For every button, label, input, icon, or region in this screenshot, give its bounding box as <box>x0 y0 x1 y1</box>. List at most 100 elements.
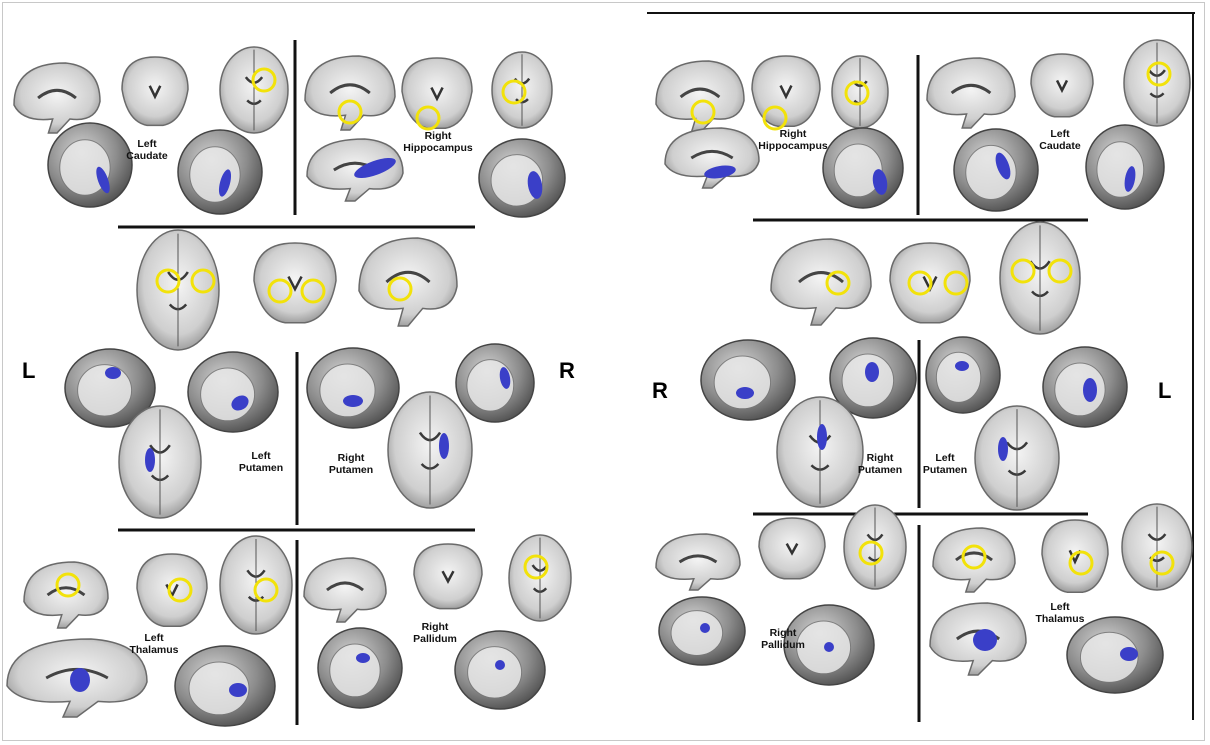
roi-blob <box>218 169 232 197</box>
coronal-ventricles <box>148 85 162 100</box>
brain-3d-cutaway <box>1079 631 1139 683</box>
roi-marker-circle <box>337 99 363 125</box>
roi-marker-circle <box>167 577 193 603</box>
sagittal-corpus-callosum <box>955 551 993 562</box>
sagittal-slice <box>770 238 872 326</box>
brain-3d-cutaway <box>1096 141 1145 198</box>
side-label-right: R <box>559 358 575 383</box>
roi-blob <box>354 158 396 178</box>
roi-marker-circle <box>300 278 326 304</box>
roi-marker-circle <box>1149 550 1175 576</box>
side-label-right-b: L <box>1158 378 1172 403</box>
roi-marker-circle <box>253 577 279 603</box>
side-label-left-b: R <box>652 378 668 403</box>
roi-marker-circle <box>55 572 81 598</box>
roi-blob <box>499 367 511 389</box>
roi-blob <box>96 166 110 194</box>
roi-blob <box>995 152 1011 180</box>
roi-blob <box>955 361 969 371</box>
sagittal-slice <box>664 127 760 189</box>
roi-blob <box>527 171 543 199</box>
coronal-slice <box>1041 519 1109 593</box>
label-right-putamen: Right Putamen <box>328 452 374 476</box>
brain-3d-cutaway <box>490 154 544 207</box>
roi-blob <box>343 395 363 407</box>
sagittal-corpus-callosum <box>798 271 844 284</box>
coronal-ventricles <box>287 276 303 292</box>
brain-3d-cutaway <box>1054 362 1106 417</box>
label-left-putamen: Left Putamen <box>238 450 284 474</box>
roi-blob <box>824 642 834 652</box>
roi-marker-circle <box>825 270 851 296</box>
roi-marker-circle <box>690 99 716 125</box>
roi-marker-circle <box>961 544 987 570</box>
roi-blob <box>439 433 449 459</box>
brain-3d-cutaway <box>200 367 256 422</box>
brain-3d-cutaway <box>188 661 250 716</box>
roi-blob <box>704 165 736 179</box>
sagittal-slice <box>926 57 1016 129</box>
roi-marker-circle <box>155 268 181 294</box>
coronal-slice <box>1030 53 1094 118</box>
roi-marker-circle <box>1146 61 1172 87</box>
label-left-caudate-b: Left Caudate <box>1039 128 1081 152</box>
roi-marker-circle <box>190 268 216 294</box>
roi-blob <box>817 424 827 450</box>
label-right-hippocampus: Right Hippocampus <box>403 130 473 154</box>
coronal-slice <box>136 553 208 627</box>
roi-marker-circle <box>844 80 870 106</box>
sagittal-slice <box>932 527 1016 593</box>
roi-blob <box>229 683 247 697</box>
coronal-ventricles <box>1068 549 1082 565</box>
sagittal-corpus-callosum <box>678 554 718 564</box>
label-right-pallidum: Right Pallidum <box>413 621 457 645</box>
brain-3d-cutaway <box>713 355 772 410</box>
roi-blob <box>998 437 1008 461</box>
roi-marker-circle <box>762 105 788 131</box>
brain-3d-cutaway <box>329 643 381 698</box>
roi-marker-circle <box>387 276 413 302</box>
label-right-hippocampus-b: Right Hippocampus <box>758 128 828 152</box>
label-left-caudate: Left Caudate <box>126 138 168 162</box>
label-left-putamen-b: Left Putamen <box>922 452 968 476</box>
roi-blob <box>736 387 754 399</box>
brain-3d-cutaway <box>796 620 852 675</box>
brain-3d-cutaway <box>670 610 724 656</box>
label-left-thalamus-b: Left Thalamus <box>1035 601 1085 625</box>
coronal-slice <box>401 57 473 130</box>
coronal-slice <box>121 56 189 127</box>
roi-blob <box>70 668 90 692</box>
side-label-left: L <box>22 358 36 383</box>
brain-3d-cutaway <box>319 363 376 418</box>
roi-blob <box>700 623 710 633</box>
brain-3d-cutaway <box>935 351 982 403</box>
roi-marker-circle <box>501 79 527 105</box>
roi-marker-circle <box>251 67 277 93</box>
sagittal-corpus-callosum <box>679 87 721 99</box>
roi-marker-circle <box>858 540 884 566</box>
brain-3d-cutaway <box>841 353 895 408</box>
roi-marker-circle <box>1068 550 1094 576</box>
roi-marker-circle <box>943 270 969 296</box>
coronal-ventricles <box>785 542 799 556</box>
sagittal-corpus-callosum <box>37 88 77 100</box>
roi-blob <box>872 169 888 195</box>
roi-blob <box>973 629 997 651</box>
roi-blob <box>356 653 370 663</box>
roi-marker-circle <box>907 270 933 296</box>
coronal-slice <box>253 242 337 324</box>
roi-marker-circle <box>523 554 549 580</box>
roi-blob <box>865 362 879 382</box>
sagittal-corpus-callosum <box>329 83 371 95</box>
sagittal-corpus-callosum <box>690 149 734 160</box>
coronal-ventricles <box>441 570 455 585</box>
label-right-pallidum-b: Right Pallidum <box>761 627 805 651</box>
sagittal-corpus-callosum <box>326 581 364 592</box>
coronal-ventricles <box>1055 79 1069 94</box>
label-left-thalamus: Left Thalamus <box>129 632 179 656</box>
sagittal-slice <box>655 533 741 591</box>
brain-3d-cutaway <box>77 364 133 417</box>
brain-3d-cutaway <box>59 139 111 196</box>
